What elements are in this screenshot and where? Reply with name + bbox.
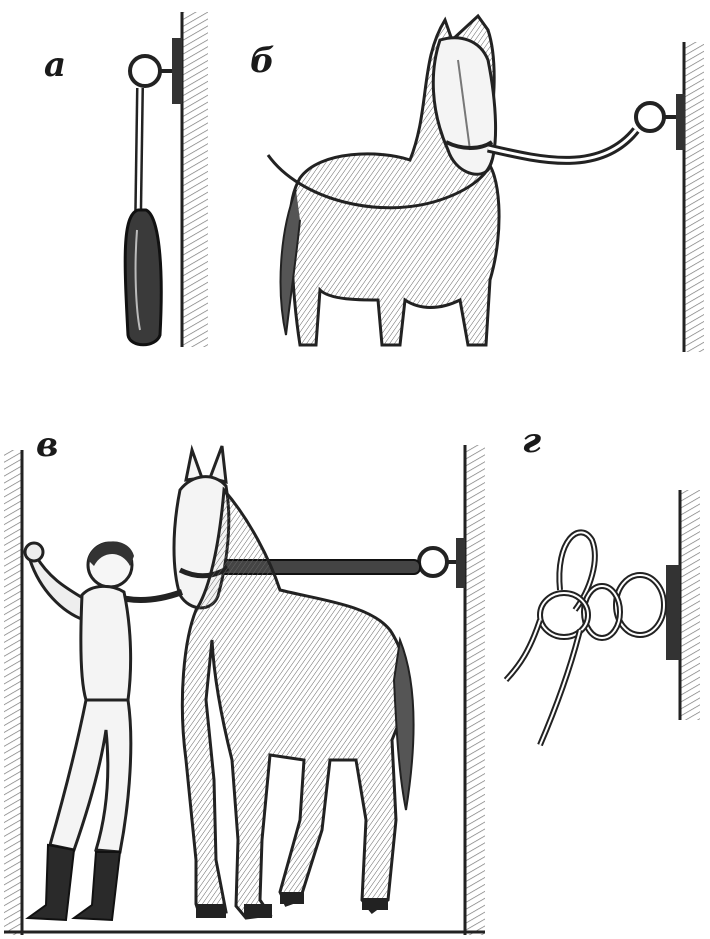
- wall-a: [182, 12, 208, 347]
- wall-b: [684, 42, 704, 352]
- groom-v: [25, 541, 182, 920]
- tether-stick-b: [488, 130, 636, 160]
- panel-b: [268, 16, 704, 352]
- panel-label-v: в: [36, 428, 58, 462]
- tie-knot-g: [506, 532, 664, 745]
- wall-g: [680, 490, 700, 720]
- panel-label-a: а: [44, 48, 66, 82]
- wall-left-v: [4, 450, 22, 935]
- panel-g: [506, 490, 700, 745]
- horse-b: [268, 16, 499, 345]
- panel-v: [4, 445, 485, 935]
- panel-label-g: г: [522, 424, 541, 458]
- horse-v: [174, 446, 414, 918]
- wall-plate-g: [666, 565, 680, 660]
- wall-right-v: [465, 445, 485, 935]
- tether-stick-a: [125, 88, 161, 345]
- panel-label-b: б: [250, 44, 275, 78]
- panel-a: [125, 12, 208, 347]
- wall-ring-v: [419, 538, 465, 588]
- wall-ring-b: [636, 94, 685, 150]
